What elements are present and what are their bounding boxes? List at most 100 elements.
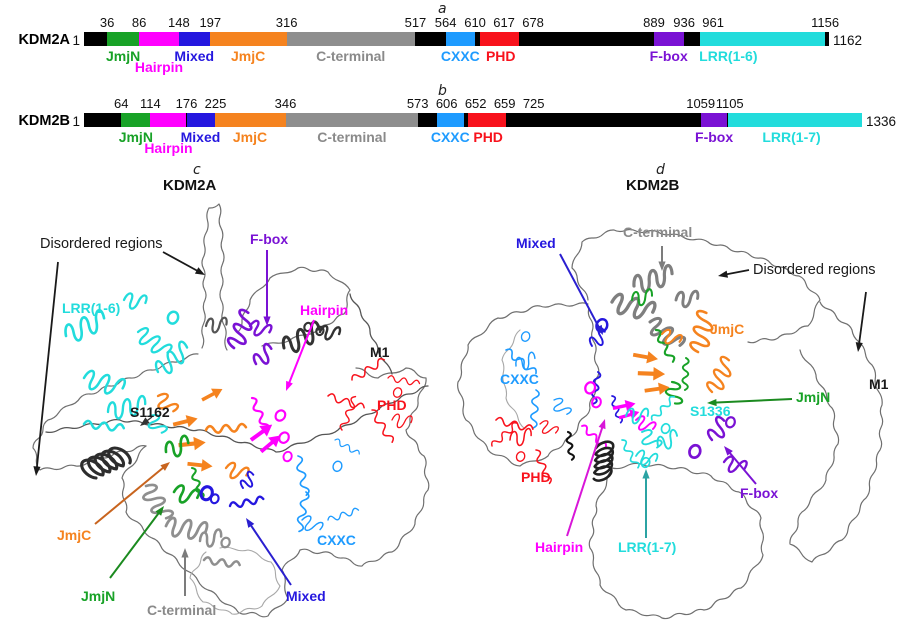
domain-name-label: C-terminal [316,48,386,64]
domain-name-label: JmjN [105,48,141,64]
domain-segment-black [506,113,701,127]
disordered-region-outlines [32,203,884,620]
domain-name-label: Hairpin [134,59,184,75]
d-jmjn-ribbons-coil3 [663,379,684,407]
domain-segment-black [825,32,829,46]
domain-segment-orange [215,113,286,127]
c-disordered-arrow-1 [162,251,200,273]
domain-name-label: Hairpin [144,140,193,156]
boundary-number: 225 [204,96,227,111]
d-jmjc-label: JmjC [710,321,745,337]
c-jmjc-sheets-sheet [185,456,215,475]
d-disordered-arrow-2 [858,291,867,346]
c-phd-label: PHD [377,397,407,413]
c-fbox-label: F-box [250,231,289,247]
c-spring-helix [77,435,135,490]
domain-segment-black [463,113,468,127]
d-outline-bottom-loop [588,462,764,620]
d-lrr-ribbons-coil3 [635,425,664,455]
domain-segment-black [518,32,654,46]
d-hairpin-arrow-head [598,417,609,430]
c-jmjc-sheets-sheet [197,382,227,407]
d-lrr-label: LRR(1-7) [618,539,677,555]
c-jmjn-helices-coil3 [170,482,202,508]
c-hairpin-ribbons-ring [273,408,288,423]
c-lrr-helices-ring [166,310,180,325]
d-cxxc-ribbons-coil3 [512,350,539,374]
boundary-number: 610 [464,15,486,30]
domain-name-label: Mixed [174,48,215,64]
d-cxxc-ribbons-wave [529,388,541,429]
domain-segment-orange [210,32,287,46]
boundary-number: 936 [673,15,695,30]
d-cterm-helices-coil5 [629,263,678,297]
c-cxxc-ribbons-ring [332,460,343,473]
d-outline-inner [501,329,525,429]
domain-segment-cyan [700,32,826,46]
d-hairpin-label: Hairpin [535,539,584,555]
start-residue-label: 1 [72,114,80,129]
domain-segment-red [467,113,507,127]
c-jmjc-label: JmjC [57,527,92,543]
c-s1162-label: S1162 [130,404,170,420]
c-cterm-helices-wave [202,555,242,570]
d-mixed-label: Mixed [516,235,556,251]
boundary-number: 197 [199,15,222,30]
c-cxxc-ribbons-wave [293,454,311,497]
d-black-spring-spring [586,439,621,483]
c-disordered-label: Disordered regions [40,236,163,252]
d-phd-ribbons-coil3 [536,418,560,440]
boundary-number: 652 [464,96,487,111]
end-residue-label: 1336 [866,114,897,129]
domain-segment-cxxc [445,32,476,46]
c-disordered-arrow-2-head [32,466,41,477]
c-cxxc-ribbons-wave [326,506,360,524]
boundary-number: 316 [275,15,298,30]
c-jmjc-sheets-coil3 [222,459,251,484]
domain-name-label: Mixed [180,129,221,145]
c-phd-ribbons-wave [326,392,366,412]
c-mixed-ribbons-coil3 [237,469,260,493]
d-s1336-label: S1336 [690,403,731,419]
c-lrr-helices-wave [82,419,126,433]
domain-name-label: F-box [649,48,688,64]
c-jmjc-sheets-wave [204,422,248,435]
c-lrr-helices-coil3 [121,291,149,312]
c-hairpin-ribbons-ring [277,430,291,445]
domain-segment-purple [700,113,728,127]
d-m1-label: M1 [869,376,889,392]
domain-name-label: CXXC [440,48,480,64]
c-outline-bottom [121,367,430,618]
d-jmjn-arrow [713,398,793,404]
domain-segment-magenta [139,32,179,46]
c-hairpin-label: Hairpin [300,302,349,318]
domain-segment-blue [186,113,215,127]
d-jmjc-sheets-sheet [635,364,668,383]
domain-segment-black [84,32,108,46]
d-hairpin-ribbons-ring [584,381,597,395]
c-cterm-label: C-terminal [147,602,217,618]
c-hairpin-ribbons-ring [282,450,293,463]
c-cterm-helices-ring [220,536,231,549]
d-cterm-label: C-terminal [623,224,693,240]
boundary-number: 606 [435,96,458,111]
c-mixed-ribbons-wave [228,494,266,511]
boundary-number: 1105 [715,96,744,111]
domain-segment-green [107,32,140,46]
d-cterm-helices-coil5 [643,313,688,355]
c-cterm-helices-coil3 [197,527,225,550]
d-cxxc-label: CXXC [500,371,539,387]
domain-segment-black [417,113,437,127]
label-arrows [32,246,867,596]
d-jmjc-sheets-sheet [630,347,661,367]
domain-name-label: JmjN [118,129,153,145]
d-black-spring [586,439,621,483]
c-cxxc-ribbons-wave [333,437,362,457]
domain-segment-blue [178,32,211,46]
d-phd-ribbons-ring [515,451,526,462]
domain-name-label: JmjC [232,129,268,145]
boundary-number: 346 [274,96,297,111]
c-outline-inner-loop [189,546,281,615]
c-cxxc-ribbons-wave [294,490,311,533]
